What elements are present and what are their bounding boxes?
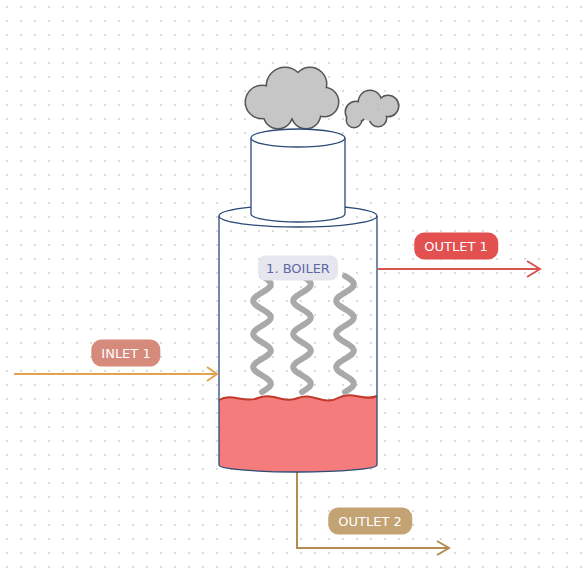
chimney <box>251 138 345 222</box>
stream-tag: INLET 1 <box>91 340 160 367</box>
liquid <box>219 395 377 472</box>
smoke-cloud <box>246 68 398 128</box>
heating-coil <box>293 276 311 392</box>
stream-tag: OUTLET 2 <box>328 508 412 535</box>
inlet-arrow <box>14 367 217 381</box>
outlet-arrow <box>378 261 540 277</box>
boiler-vessel: 1. BOILER <box>210 128 386 478</box>
heating-coil <box>336 276 354 392</box>
heating-coils <box>253 276 354 392</box>
chimney-top <box>251 129 345 147</box>
equipment-tag: 1. BOILER <box>258 256 338 281</box>
stream-tag: OUTLET 1 <box>414 233 498 260</box>
vessel-outline <box>210 128 386 478</box>
outlet-arrow <box>297 472 449 555</box>
heating-coil <box>253 276 271 392</box>
vessel-wall <box>219 216 377 472</box>
liquid-surface <box>219 395 377 400</box>
